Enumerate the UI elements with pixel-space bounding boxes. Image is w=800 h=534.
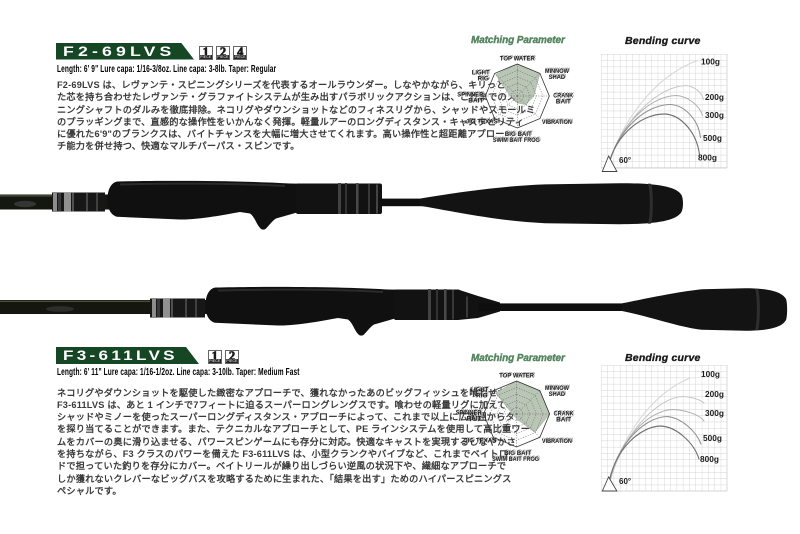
svg-text:RIG: RIG (477, 392, 489, 399)
svg-text:SPINNER: SPINNER (459, 91, 485, 98)
svg-text:MINNOW: MINNOW (546, 67, 571, 74)
svg-text:SHAD: SHAD (550, 73, 567, 80)
svg-text:BAIT: BAIT (468, 415, 483, 422)
svg-text:RIG: RIG (479, 74, 491, 81)
svg-text:RIG: RIG (476, 393, 488, 400)
svg-text:JIG TEXAS: JIG TEXAS (467, 118, 500, 125)
svg-text:300g: 300g (705, 110, 724, 120)
svg-text:CRANK: CRANK (555, 410, 575, 417)
svg-text:JIG TEXAS: JIG TEXAS (464, 437, 497, 444)
svg-text:BAIT: BAIT (557, 98, 572, 105)
svg-text:SPINNER: SPINNER (456, 410, 482, 417)
svg-text:SWIM BAIT FROG: SWIM BAIT FROG (493, 455, 540, 462)
svg-text:LIGHT: LIGHT (472, 69, 490, 76)
svg-text:VIBRATION: VIBRATION (542, 438, 572, 445)
svg-text:BIG BAIT: BIG BAIT (504, 450, 531, 457)
svg-text:BAIT: BAIT (467, 416, 482, 423)
svg-text:60°: 60° (619, 156, 631, 165)
svg-text:BAIT: BAIT (557, 416, 572, 423)
svg-text:JIG TEXAS: JIG TEXAS (466, 119, 499, 126)
svg-text:SWIM BAIT FROG: SWIM BAIT FROG (494, 136, 541, 143)
svg-text:800g: 800g (698, 153, 717, 163)
svg-text:BAIT: BAIT (556, 417, 571, 424)
svg-text:LIGHT: LIGHT (472, 386, 490, 393)
svg-text:MINNOW: MINNOW (545, 68, 570, 75)
svg-text:CRANK: CRANK (553, 93, 573, 100)
svg-text:VIBRATION: VIBRATION (542, 119, 572, 126)
svg-text:LIGHT: LIGHT (473, 68, 491, 75)
svg-text:SWIM BAIT FROG: SWIM BAIT FROG (492, 456, 539, 463)
svg-text:RIG: RIG (477, 75, 489, 82)
svg-text:TOP WATER: TOP WATER (501, 55, 536, 62)
svg-text:800g: 800g (700, 454, 719, 464)
svg-text:JIG TEXAS: JIG TEXAS (466, 436, 499, 443)
svg-text:SHAD: SHAD (549, 391, 566, 398)
svg-text:VIBRATION: VIBRATION (543, 118, 573, 125)
svg-text:MINNOW: MINNOW (545, 385, 570, 392)
svg-text:LIGHT: LIGHT (470, 387, 488, 394)
svg-text:500g: 500g (703, 133, 722, 143)
svg-text:CRANK: CRANK (555, 92, 575, 99)
svg-text:BAIT: BAIT (470, 97, 485, 104)
svg-text:500g: 500g (703, 433, 722, 443)
svg-text:SPINNER: SPINNER (457, 409, 483, 416)
svg-text:MINNOW: MINNOW (546, 384, 571, 391)
svg-text:TOP WATER: TOP WATER (499, 373, 534, 380)
svg-text:CRANK: CRANK (554, 411, 574, 418)
svg-text:100g: 100g (701, 57, 720, 67)
svg-text:SHAD: SHAD (550, 390, 567, 397)
svg-text:200g: 200g (705, 92, 724, 102)
svg-text:TOP WATER: TOP WATER (500, 372, 535, 379)
svg-text:SWIM BAIT FROG: SWIM BAIT FROG (493, 137, 540, 144)
svg-text:60°: 60° (619, 477, 631, 486)
svg-text:BAIT: BAIT (468, 98, 483, 105)
svg-text:SHAD: SHAD (549, 74, 566, 81)
svg-text:200g: 200g (705, 389, 724, 399)
svg-text:VIBRATION: VIBRATION (543, 437, 573, 444)
svg-text:BIG BAIT: BIG BAIT (505, 131, 532, 138)
svg-text:BAIT: BAIT (556, 99, 571, 106)
svg-text:BIG BAIT: BIG BAIT (505, 449, 532, 456)
svg-text:SPINNER: SPINNER (457, 92, 483, 99)
svg-text:300g: 300g (705, 408, 724, 418)
svg-text:BIG BAIT: BIG BAIT (506, 130, 533, 137)
svg-text:TOP WATER: TOP WATER (500, 56, 535, 63)
svg-text:100g: 100g (701, 369, 720, 379)
